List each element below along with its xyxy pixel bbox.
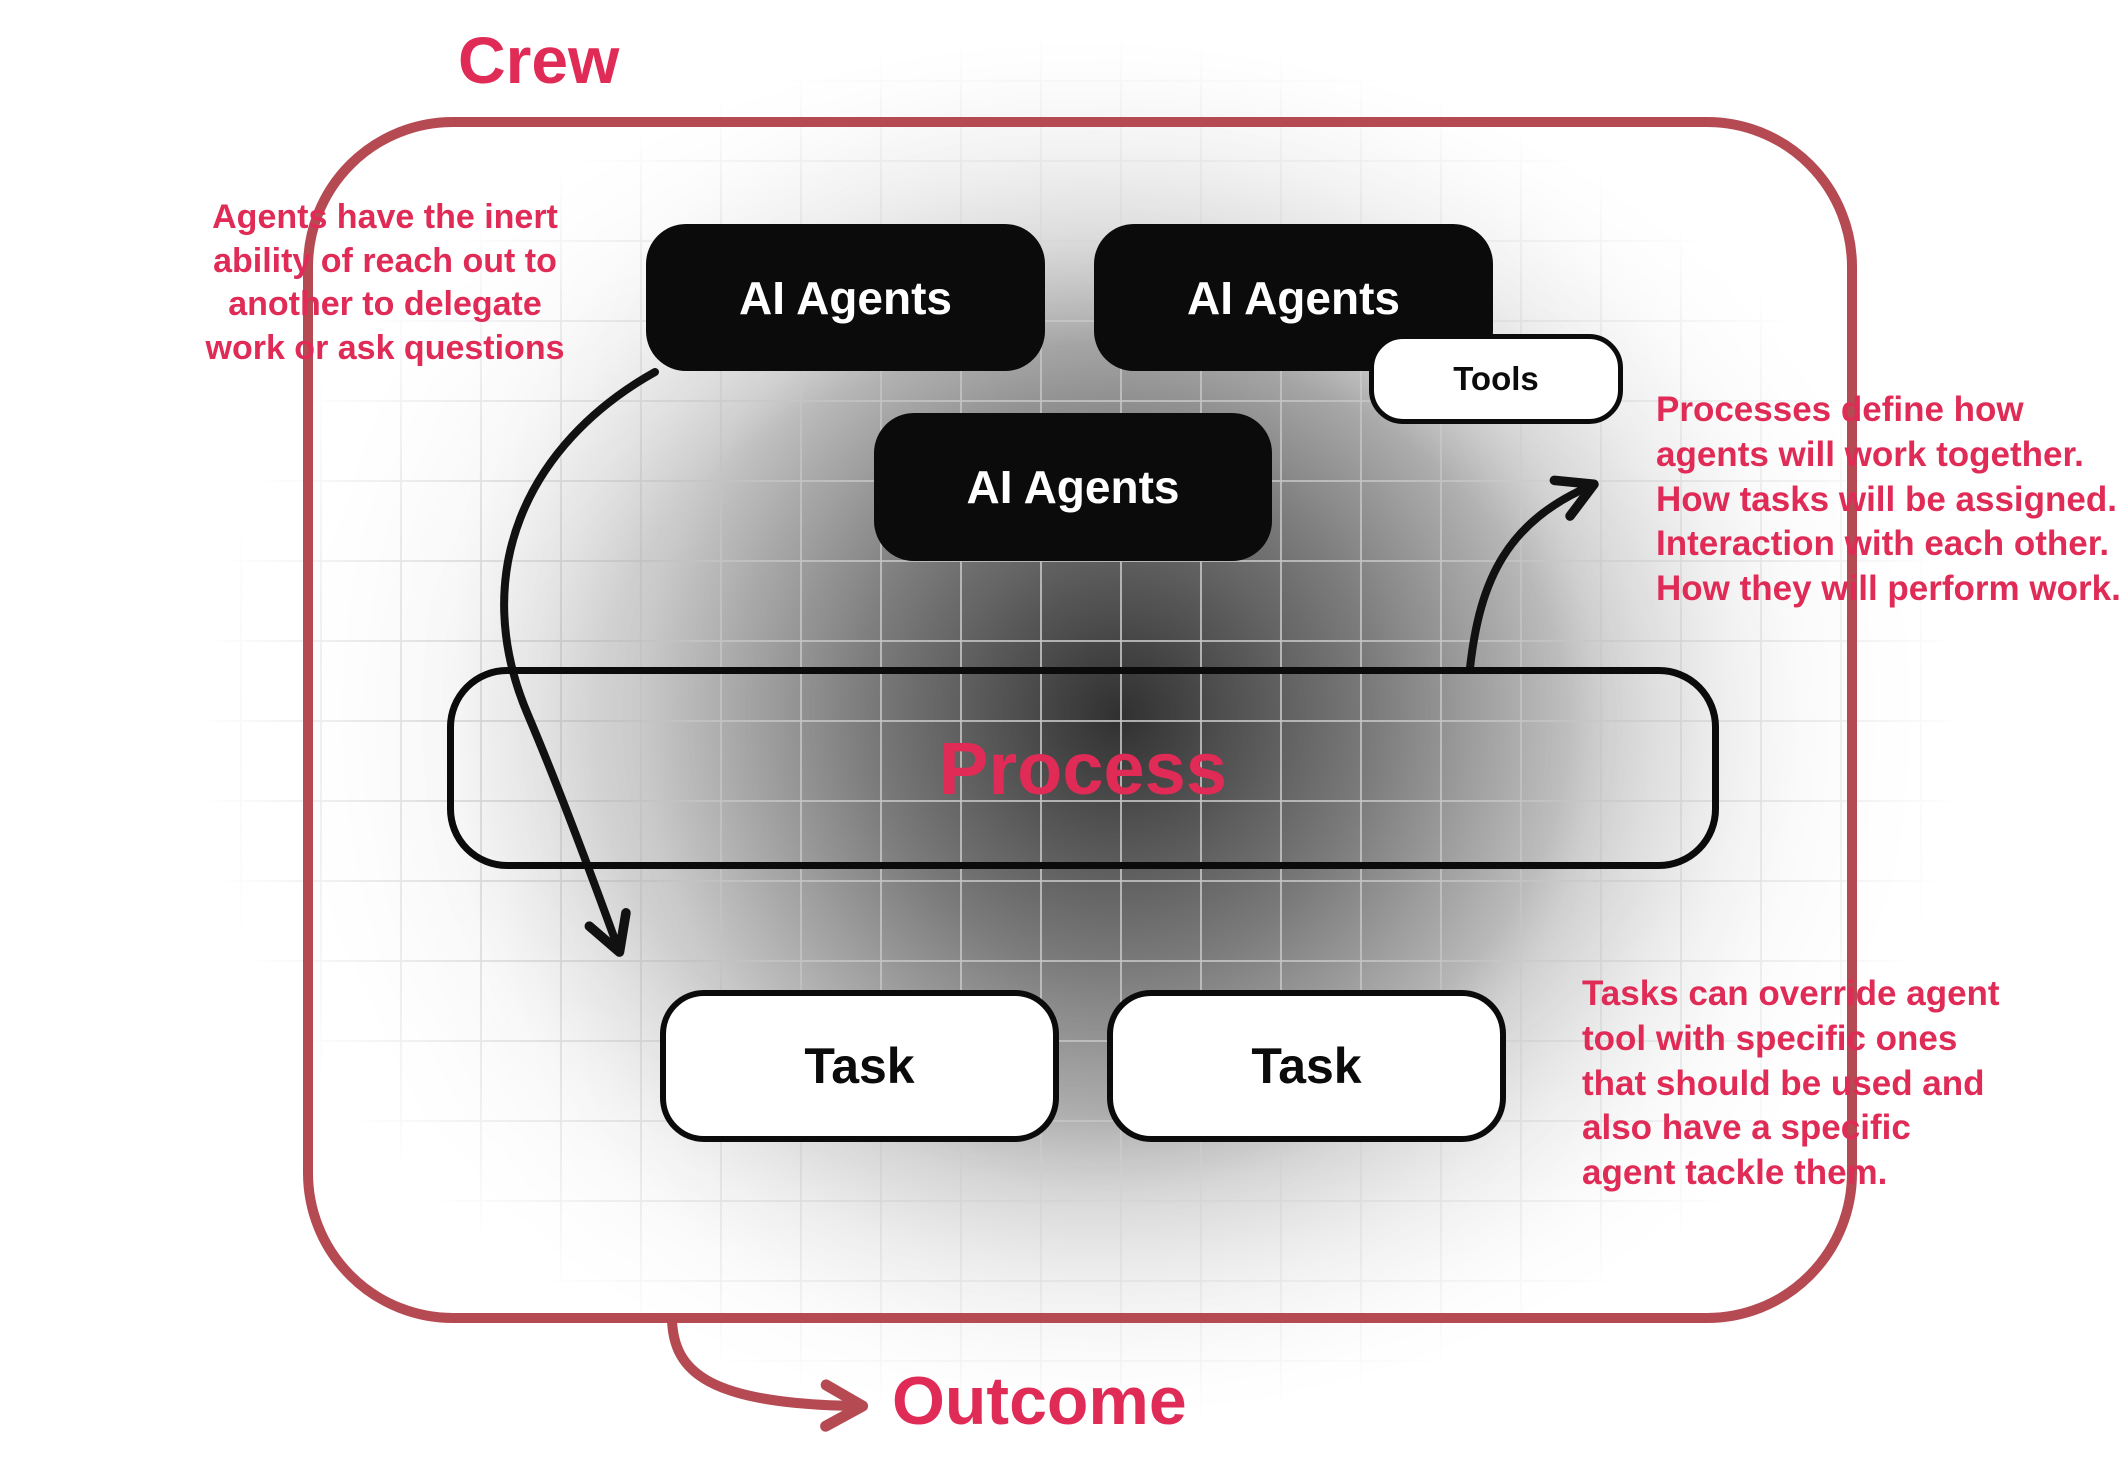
ai-agent-2-label: AI Agents	[1187, 271, 1400, 324]
arrow-process-to-note	[1466, 475, 1599, 672]
ai-agent-1-label: AI Agents	[739, 271, 952, 324]
task-box-2: Task	[1107, 990, 1506, 1142]
tools-label: Tools	[1453, 360, 1539, 397]
arrow-crew-to-outcome	[667, 1315, 869, 1432]
task-1-label: Task	[804, 1038, 915, 1094]
ai-agent-box-3: AI Agents	[874, 413, 1272, 561]
crew-label: Crew	[458, 23, 620, 97]
ai-agent-box-1: AI Agents	[646, 224, 1045, 371]
annotation-task-override: Tasks can override agent tool with speci…	[1582, 974, 2000, 1193]
task-2-label: Task	[1251, 1038, 1362, 1094]
crew-boundary	[303, 117, 1857, 1323]
tools-box: Tools	[1369, 334, 1623, 424]
ai-agent-3-label: AI Agents	[966, 461, 1180, 513]
outcome-label: Outcome	[892, 1363, 1187, 1439]
annotation-agents-delegate: Agents have the inert ability of reach o…	[205, 198, 565, 367]
task-box-1: Task	[660, 990, 1059, 1142]
process-label: Process	[939, 726, 1227, 810]
process-box: Process	[447, 667, 1719, 869]
annotation-process-definition: Processes define how agents will work to…	[1656, 390, 2121, 609]
